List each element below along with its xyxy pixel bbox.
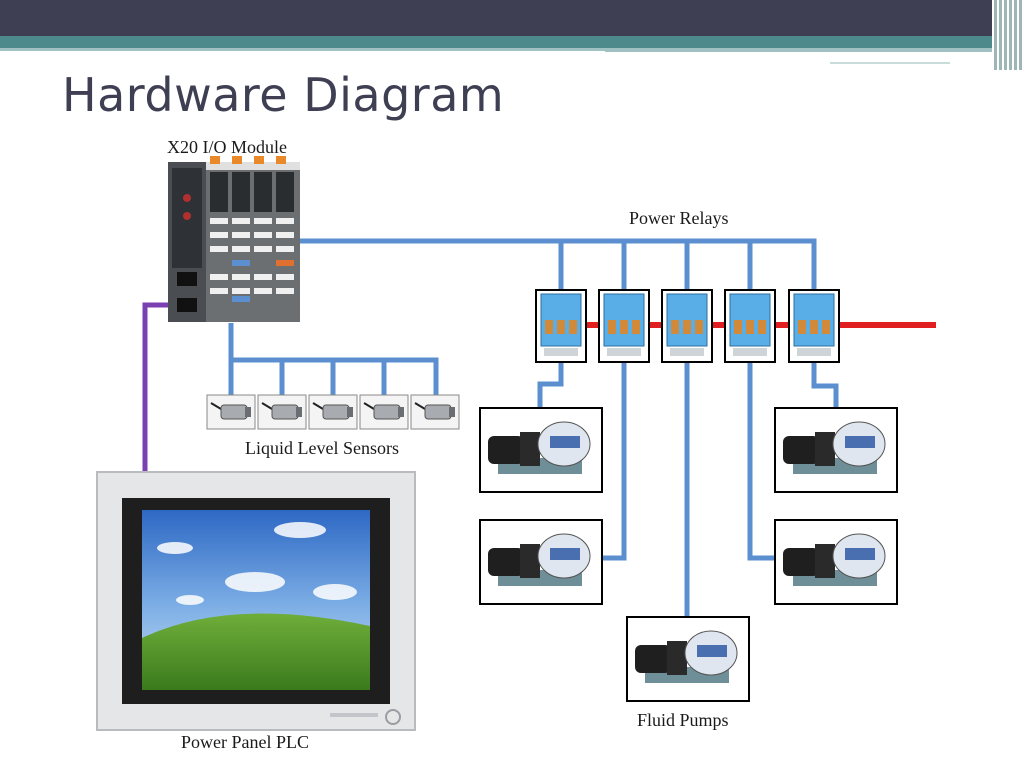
header-accent-line bbox=[0, 48, 1000, 51]
power-panel-plc bbox=[96, 471, 416, 731]
header-decoration bbox=[605, 50, 1005, 72]
power-relay bbox=[724, 289, 776, 363]
level-sensor bbox=[257, 394, 307, 430]
fluid-pump bbox=[479, 519, 603, 605]
power-relay bbox=[598, 289, 650, 363]
liquid-level-sensors-label: Liquid Level Sensors bbox=[245, 438, 399, 458]
ethernet-cable bbox=[142, 302, 185, 472]
fluid-pumps-label: Fluid Pumps bbox=[637, 710, 729, 730]
slide-title: Hardware Diagram bbox=[62, 68, 505, 122]
power-relay bbox=[661, 289, 713, 363]
signal-wires bbox=[228, 238, 839, 617]
header-bar bbox=[0, 0, 1024, 36]
io-module-label: X20 I/O Module bbox=[167, 137, 287, 157]
power-relays bbox=[535, 289, 840, 363]
level-sensor bbox=[410, 394, 460, 430]
fluid-pumps bbox=[479, 407, 898, 702]
fluid-pump bbox=[479, 407, 603, 493]
power-relay bbox=[788, 289, 840, 363]
fluid-pump bbox=[774, 519, 898, 605]
level-sensor bbox=[359, 394, 409, 430]
power-panel-plc-label: Power Panel PLC bbox=[181, 732, 309, 752]
power-relay bbox=[535, 289, 587, 363]
x20-io-module bbox=[168, 156, 300, 322]
header-stripes bbox=[992, 0, 1024, 70]
fluid-pump bbox=[626, 616, 750, 702]
liquid-level-sensors bbox=[206, 394, 460, 430]
header-decoration-line bbox=[830, 62, 950, 64]
level-sensor bbox=[206, 394, 256, 430]
fluid-pump bbox=[774, 407, 898, 493]
power-relays-label: Power Relays bbox=[629, 208, 728, 228]
level-sensor bbox=[308, 394, 358, 430]
header-accent-band bbox=[0, 36, 1024, 48]
